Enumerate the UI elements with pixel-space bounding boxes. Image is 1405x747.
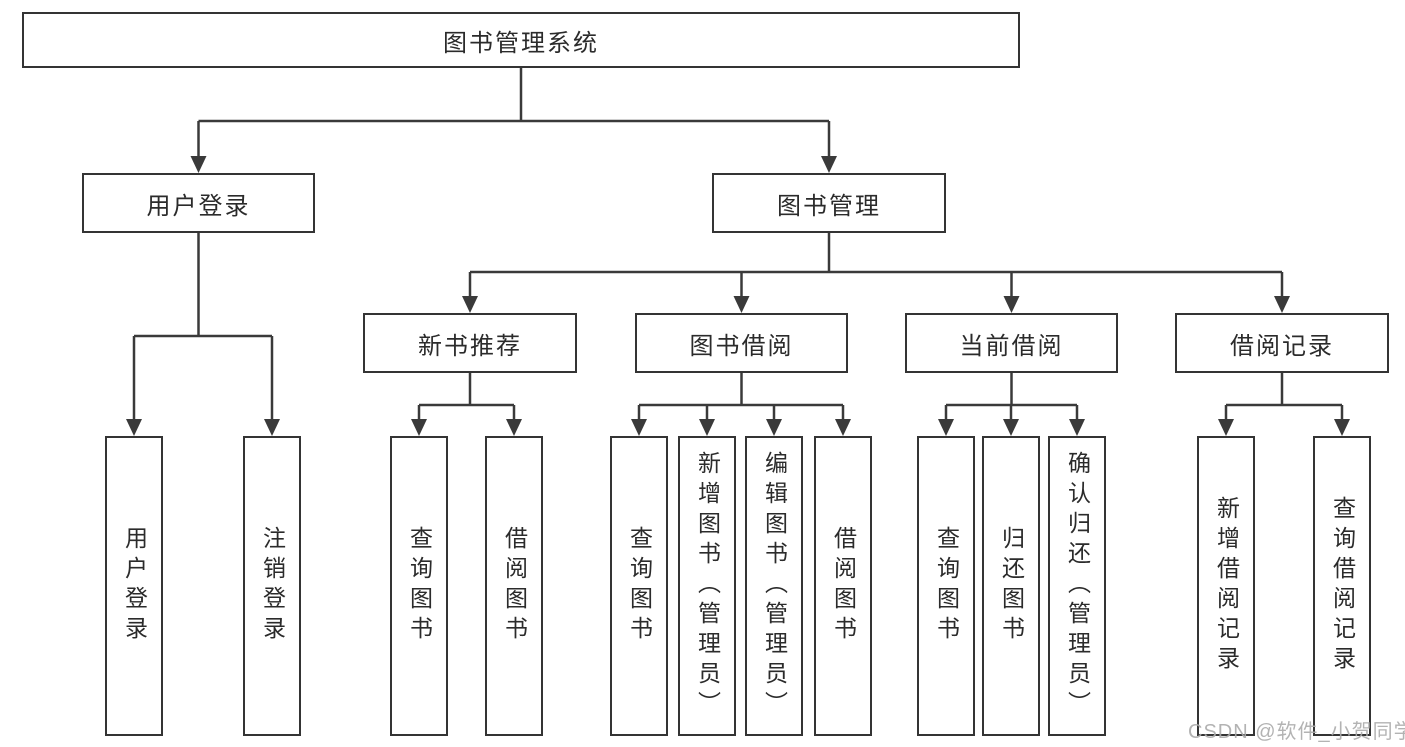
leaf-confirm-return-admin: 确认归还（管理员）	[1048, 436, 1106, 736]
node-current-borrow: 当前借阅	[905, 313, 1118, 373]
leaf-add-borrow-record: 新增借阅记录	[1197, 436, 1255, 736]
leaf-user-login: 用户登录	[105, 436, 163, 736]
leaf-query-books-borrow: 查询图书	[610, 436, 668, 736]
leaf-query-borrow-record: 查询借阅记录	[1313, 436, 1371, 736]
leaf-logout: 注销登录	[243, 436, 301, 736]
connector-new-book-children	[411, 373, 522, 436]
node-root-label: 图书管理系统	[443, 29, 599, 57]
leaf-user-login-label: 用户登录	[121, 526, 148, 646]
connector-current-borrow-children	[938, 373, 1085, 436]
node-user-login-label: 用户登录	[146, 192, 251, 220]
connector-book-management-children	[462, 233, 1290, 313]
leaf-query-books-current-label: 查询图书	[933, 526, 960, 646]
leaf-query-books-recommend: 查询图书	[390, 436, 448, 736]
node-borrow-records: 借阅记录	[1175, 313, 1389, 373]
leaf-borrow-books-recommend-label: 借阅图书	[501, 526, 528, 646]
leaf-borrow-books: 借阅图书	[814, 436, 872, 736]
leaf-add-book-admin: 新增图书（管理员）	[678, 436, 736, 736]
node-book-borrow: 图书借阅	[635, 313, 848, 373]
connector-root-children	[190, 68, 837, 173]
leaf-confirm-return-admin-label: 确认归还（管理员）	[1064, 451, 1091, 721]
node-book-borrow-label: 图书借阅	[689, 332, 794, 360]
leaf-query-books-current: 查询图书	[917, 436, 975, 736]
node-current-borrow-label: 当前借阅	[959, 332, 1064, 360]
leaf-logout-label: 注销登录	[259, 526, 286, 646]
leaf-add-book-admin-label: 新增图书（管理员）	[694, 451, 721, 721]
leaf-borrow-books-label: 借阅图书	[830, 526, 857, 646]
node-book-management: 图书管理	[712, 173, 946, 233]
node-new-book-recommend: 新书推荐	[363, 313, 577, 373]
leaf-add-borrow-record-label: 新增借阅记录	[1213, 496, 1240, 676]
node-root: 图书管理系统	[22, 12, 1020, 68]
node-user-login: 用户登录	[82, 173, 315, 233]
connector-book-borrow-children	[631, 373, 851, 436]
connector-borrow-records-children	[1218, 373, 1350, 436]
leaf-query-books-borrow-label: 查询图书	[626, 526, 653, 646]
leaf-return-book: 归还图书	[982, 436, 1040, 736]
leaf-borrow-books-recommend: 借阅图书	[485, 436, 543, 736]
leaf-return-book-label: 归还图书	[998, 526, 1025, 646]
leaf-edit-book-admin: 编辑图书（管理员）	[745, 436, 803, 736]
node-borrow-records-label: 借阅记录	[1230, 332, 1334, 360]
connector-user-login-children	[126, 233, 280, 436]
leaf-query-books-recommend-label: 查询图书	[406, 526, 433, 646]
node-new-book-recommend-label: 新书推荐	[418, 332, 522, 360]
leaf-query-borrow-record-label: 查询借阅记录	[1329, 496, 1356, 676]
leaf-edit-book-admin-label: 编辑图书（管理员）	[761, 451, 788, 721]
node-book-management-label: 图书管理	[777, 192, 881, 220]
watermark-text: CSDN @软件_小贺同学	[1188, 721, 1405, 743]
